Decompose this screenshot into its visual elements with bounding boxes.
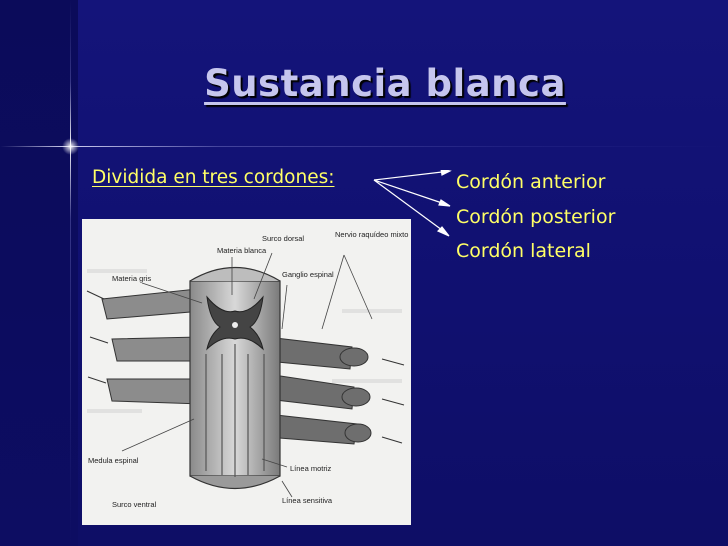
label-linea-motriz: Línea motriz <box>290 464 332 473</box>
label-materia-gris: Materia gris <box>112 274 151 283</box>
spinal-cord-diagram: Materia blanca Surco dorsal Nervio raquí… <box>82 219 411 525</box>
label-ganglio-espinal: Ganglio espinal <box>282 270 334 279</box>
decor-horizontal-line <box>0 146 728 147</box>
arrow-head-anterior <box>440 170 452 176</box>
label-surco-dorsal: Surco dorsal <box>262 234 304 243</box>
arrow-head-lateral <box>436 226 450 237</box>
label-surco-ventral: Surco ventral <box>112 500 157 509</box>
right-nerve-roots <box>266 336 372 445</box>
cordones-list: Cordón anterior Cordón posterior Cordón … <box>456 165 615 269</box>
arrow-head-posterior <box>438 199 451 207</box>
decor-vertical-line <box>70 0 71 546</box>
slide-title: Sustancia blanca <box>204 62 566 105</box>
slide-subtitle: Dividida en tres cordones: <box>92 167 335 188</box>
list-item-posterior: Cordón posterior <box>456 205 616 228</box>
label-materia-blanca: Materia blanca <box>217 246 267 255</box>
left-decor-band <box>0 0 78 546</box>
list-item-lateral: Cordón lateral <box>456 240 591 262</box>
label-medula-espinal: Medula espinal <box>88 456 139 465</box>
left-nerve-roots <box>101 288 203 405</box>
list-item-anterior: Cordón anterior <box>456 171 606 193</box>
label-linea-sensitiva: Línea sensitiva <box>282 496 333 505</box>
branch-arrows <box>373 170 452 237</box>
spinal-cord-illustration: Materia blanca Surco dorsal Nervio raquí… <box>82 219 411 525</box>
cord-body <box>189 266 281 490</box>
label-nervio-raquideo: Nervio raquídeo mixto <box>335 230 408 239</box>
decor-sparkle <box>62 138 79 155</box>
